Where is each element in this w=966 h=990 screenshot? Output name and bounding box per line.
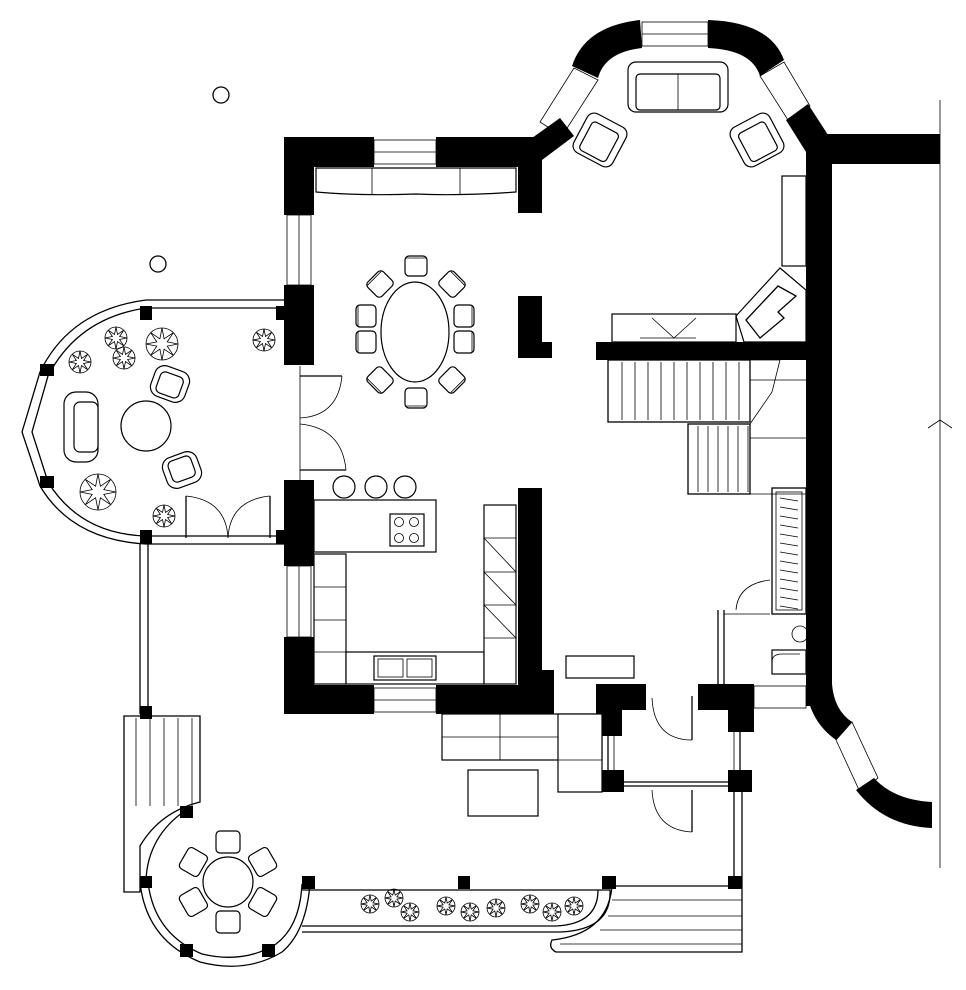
armchair-icon	[149, 365, 191, 403]
exterior-walls	[284, 20, 940, 828]
fireplace-icon	[611, 175, 807, 343]
armchair-icon	[572, 112, 628, 168]
tree-marker	[212, 86, 230, 104]
wc	[717, 579, 809, 684]
staircase	[607, 359, 806, 495]
dining-chairs	[355, 255, 475, 409]
dining-chair-icon	[215, 910, 241, 934]
dining-chair-icon	[438, 366, 466, 394]
toilet-icon	[771, 625, 809, 675]
dining-chair-icon	[247, 846, 278, 878]
dining-chair-icon	[215, 830, 241, 854]
round-table	[120, 400, 172, 452]
plant-icon	[145, 327, 179, 361]
bar-stool	[364, 475, 388, 499]
plant-icon	[152, 504, 176, 528]
tree-marker	[149, 255, 167, 273]
dining-chair-icon	[453, 330, 475, 354]
plant-icon	[360, 894, 380, 914]
coffee-table	[467, 769, 539, 817]
dining-chair-icon	[355, 304, 377, 328]
dining-chair-icon	[404, 255, 428, 277]
dining-chair-icon	[178, 886, 209, 918]
terrace	[123, 544, 743, 967]
plant-icon	[520, 894, 540, 914]
armchair-icon	[729, 112, 785, 168]
plant-icon	[252, 328, 276, 352]
dining-chair-icon	[247, 886, 278, 918]
dining-chair-icon	[366, 366, 394, 394]
door	[299, 366, 347, 480]
terrace-table	[202, 856, 254, 908]
dining-chair-icon	[404, 387, 428, 409]
plant-icon	[68, 350, 92, 374]
dining-chair-icon	[438, 270, 466, 298]
sofa-icon	[627, 61, 729, 113]
sofa-icon	[441, 713, 603, 793]
sink-icon	[373, 655, 437, 681]
plant-icon	[564, 896, 584, 916]
windows	[286, 21, 879, 793]
bar-stool	[332, 475, 356, 499]
dining-table	[380, 281, 450, 383]
interior-walls	[518, 296, 808, 792]
wardrobe	[771, 487, 807, 615]
plant-icon	[384, 888, 404, 908]
bay-seating	[572, 61, 785, 168]
plant-icon	[486, 898, 506, 918]
dining-chair-icon	[355, 330, 377, 354]
dining-chair-icon	[366, 270, 394, 298]
kitchen	[313, 475, 517, 685]
bar-stool	[393, 475, 417, 499]
sofa-icon	[63, 391, 99, 463]
vestibule	[565, 655, 741, 833]
plant-icon	[79, 473, 117, 511]
dining-chair-icon	[178, 846, 209, 878]
armchair-icon	[161, 451, 203, 489]
plant-icon	[436, 896, 456, 916]
plant-icon	[400, 902, 420, 922]
dining-chair-icon	[453, 304, 475, 328]
stove-icon	[389, 513, 425, 547]
terrace-chairs	[178, 830, 278, 934]
double-door	[185, 495, 271, 539]
dining-area	[299, 167, 517, 480]
plant-icon	[104, 326, 128, 350]
plant-icon	[460, 902, 480, 922]
plant-icon	[112, 346, 136, 370]
plant-icon	[542, 902, 562, 922]
winter-garden	[21, 299, 286, 545]
